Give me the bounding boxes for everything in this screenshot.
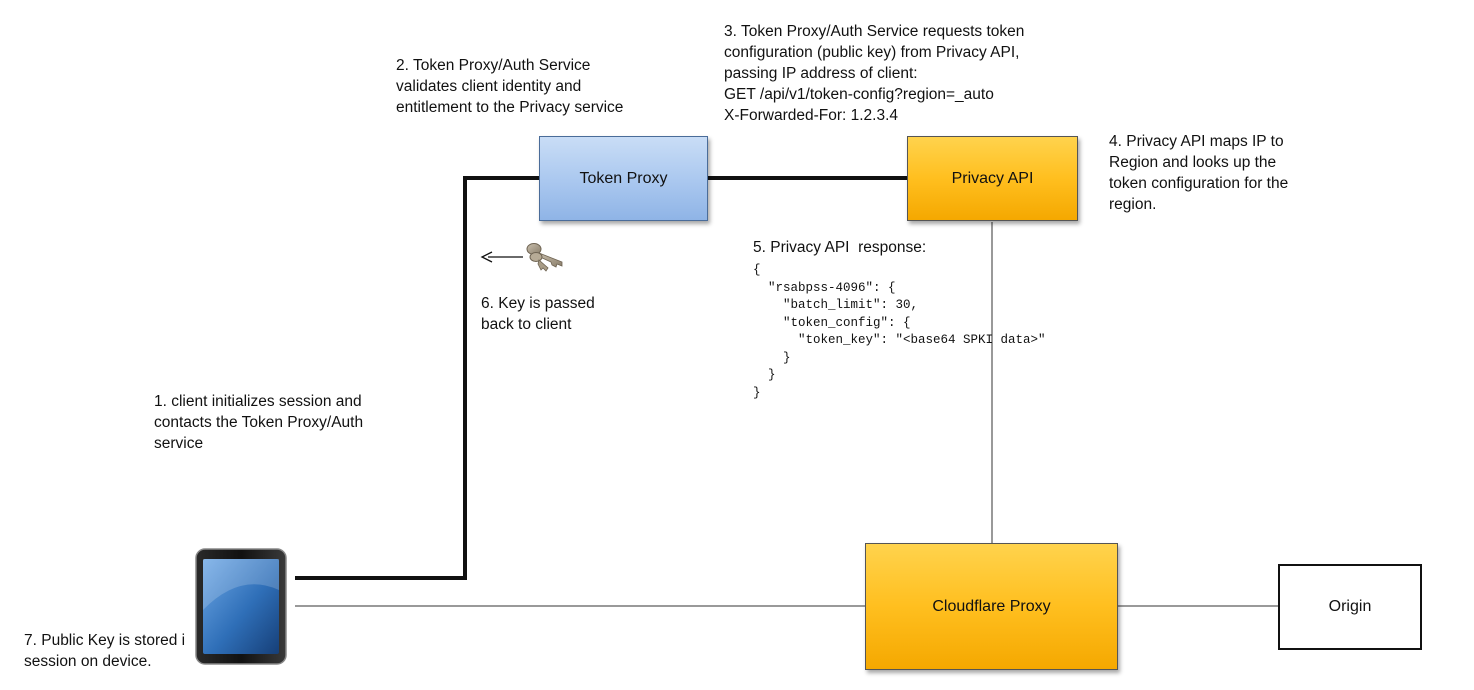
step-5-response-json: { "rsabpss-4096": { "batch_limit": 30, "… (753, 263, 1046, 400)
token-proxy-node[interactable]: Token Proxy (539, 136, 708, 221)
origin-label: Origin (1328, 598, 1372, 615)
tablet-icon (195, 548, 287, 665)
cloudflare-proxy-label: Cloudflare Proxy (932, 597, 1051, 615)
privacy-api-label: Privacy API (951, 169, 1034, 187)
step-4-annotation: 4. Privacy API maps IP to Region and loo… (1109, 133, 1289, 213)
step-7-annotation: 7. Public Key is stored i session on dev… (24, 632, 186, 670)
cloudflare-proxy-node[interactable]: Cloudflare Proxy (865, 543, 1118, 670)
step-2-annotation: 2. Token Proxy/Auth Service validates cl… (396, 57, 624, 116)
token-proxy-label: Token Proxy (579, 169, 668, 187)
arrow-left-icon (480, 251, 523, 263)
key-icon (526, 243, 563, 272)
origin-node[interactable]: Origin (1278, 564, 1422, 650)
step-1-annotation: 1. client initializes session and contac… (154, 393, 364, 452)
client-to-token-proxy-connector (295, 176, 540, 580)
step-5-title: 5. Privacy API response: (753, 239, 927, 256)
step-3-annotation: 3. Token Proxy/Auth Service requests tok… (724, 23, 1025, 124)
privacy-api-node[interactable]: Privacy API (907, 136, 1078, 221)
step-6-annotation: 6. Key is passed back to client (481, 295, 595, 333)
